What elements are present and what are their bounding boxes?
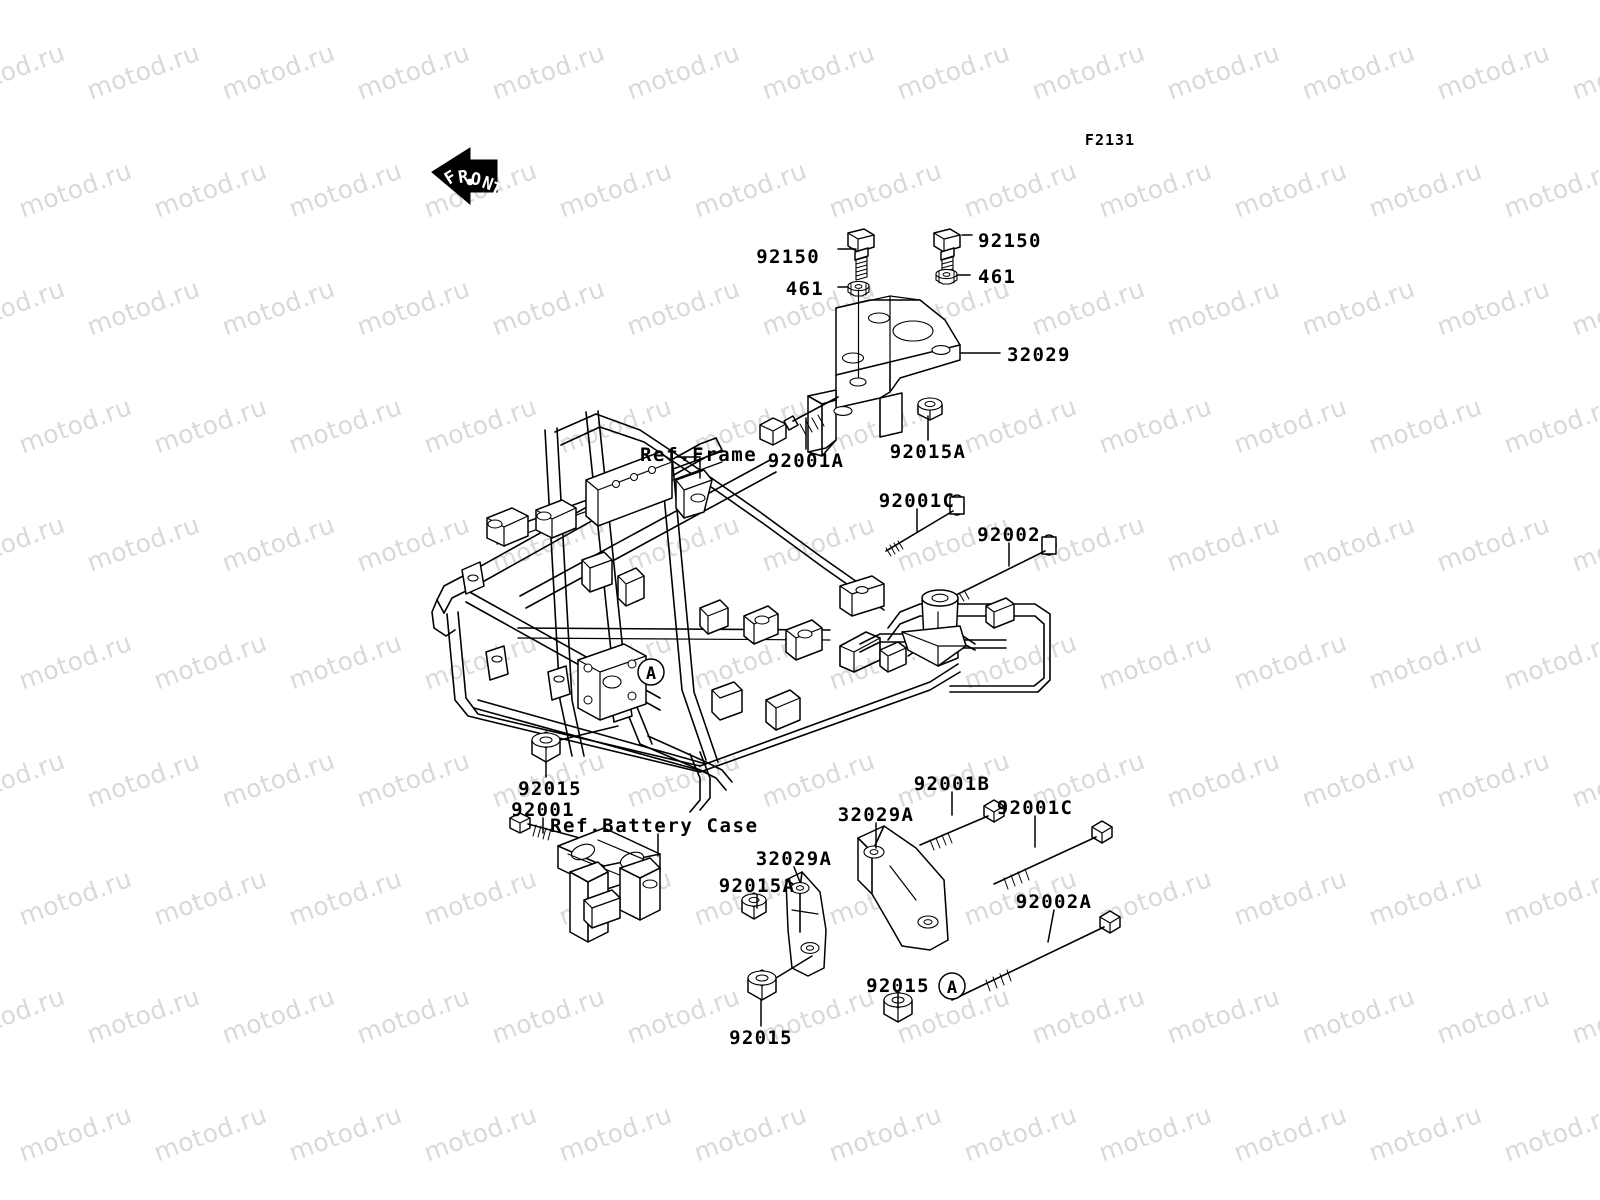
rear-mount-post	[901, 589, 967, 667]
sheet-code: F2131	[1084, 131, 1136, 149]
part-label-92001C-lower: 92001C	[996, 797, 1074, 819]
part-label-92015A-upper: 92015A	[889, 441, 967, 463]
part-label-92001: 92001	[511, 799, 575, 821]
nut-92015A-upper	[917, 397, 943, 421]
section-marker-a-bolt: A	[938, 972, 966, 1000]
ref-frame-label: Ref.Frame	[640, 444, 758, 466]
leader-lines	[542, 234, 1055, 1027]
svg-text:A: A	[646, 664, 656, 684]
swingarm-pivot-plate	[577, 643, 647, 721]
nut-92015-left	[531, 725, 619, 763]
bolt-92002-upper	[945, 534, 1057, 607]
engine-bracket-32029A-small	[785, 871, 827, 977]
part-label-92001C-upper: 92001C	[878, 490, 956, 512]
part-label-92150-right: 92150	[978, 230, 1042, 252]
part-label-32029: 32029	[1007, 344, 1071, 366]
part-label-92001B: 92001B	[913, 773, 991, 795]
bolt-92001A	[759, 396, 839, 446]
part-label-92015A-lower: 92015A	[718, 875, 796, 897]
frame-assembly	[431, 410, 1051, 813]
front-suspension-mounts	[486, 499, 645, 607]
bolt-92150-left	[847, 228, 875, 281]
engine-bay-mounts	[585, 451, 713, 527]
bolt-92001C-upper	[885, 494, 965, 557]
part-label-32029A-large: 32029A	[837, 804, 915, 826]
nut-92015A-lower	[741, 892, 767, 920]
battery-case-mount	[509, 812, 661, 943]
frame-tabs-right	[711, 605, 823, 731]
engine-bracket-32029A-large	[857, 825, 949, 951]
svg-text:O: O	[469, 169, 482, 190]
part-label-461-right: 461	[978, 266, 1017, 288]
part-label-92001A: 92001A	[767, 450, 845, 472]
part-label-92015-bottom-left: 92015	[729, 1027, 793, 1049]
part-label-92015-bottom-right: 92015	[866, 975, 930, 997]
part-label-92150-left: 92150	[756, 246, 820, 268]
part-label-92002A: 92002A	[1015, 891, 1093, 913]
part-label-32029A-small: 32029A	[755, 848, 833, 870]
part-label-92002: 92002	[977, 524, 1041, 546]
bolt-92001C-lower	[993, 820, 1113, 890]
part-label-92015-left: 92015	[518, 778, 582, 800]
part-label-461-left: 461	[785, 278, 824, 300]
section-marker-a-frame: A	[637, 658, 665, 686]
washer-461-right	[935, 268, 958, 285]
svg-text:A: A	[947, 978, 957, 998]
nut-92015-bottom-left	[747, 955, 813, 1001]
engine-bracket-32029	[807, 289, 961, 457]
bolt-92001B	[919, 799, 1005, 851]
ref-battery-case-label: Ref.Battery Case	[550, 815, 759, 837]
front-arrow-icon: F R O N T	[431, 147, 505, 206]
bolt-92002A	[951, 910, 1121, 1001]
